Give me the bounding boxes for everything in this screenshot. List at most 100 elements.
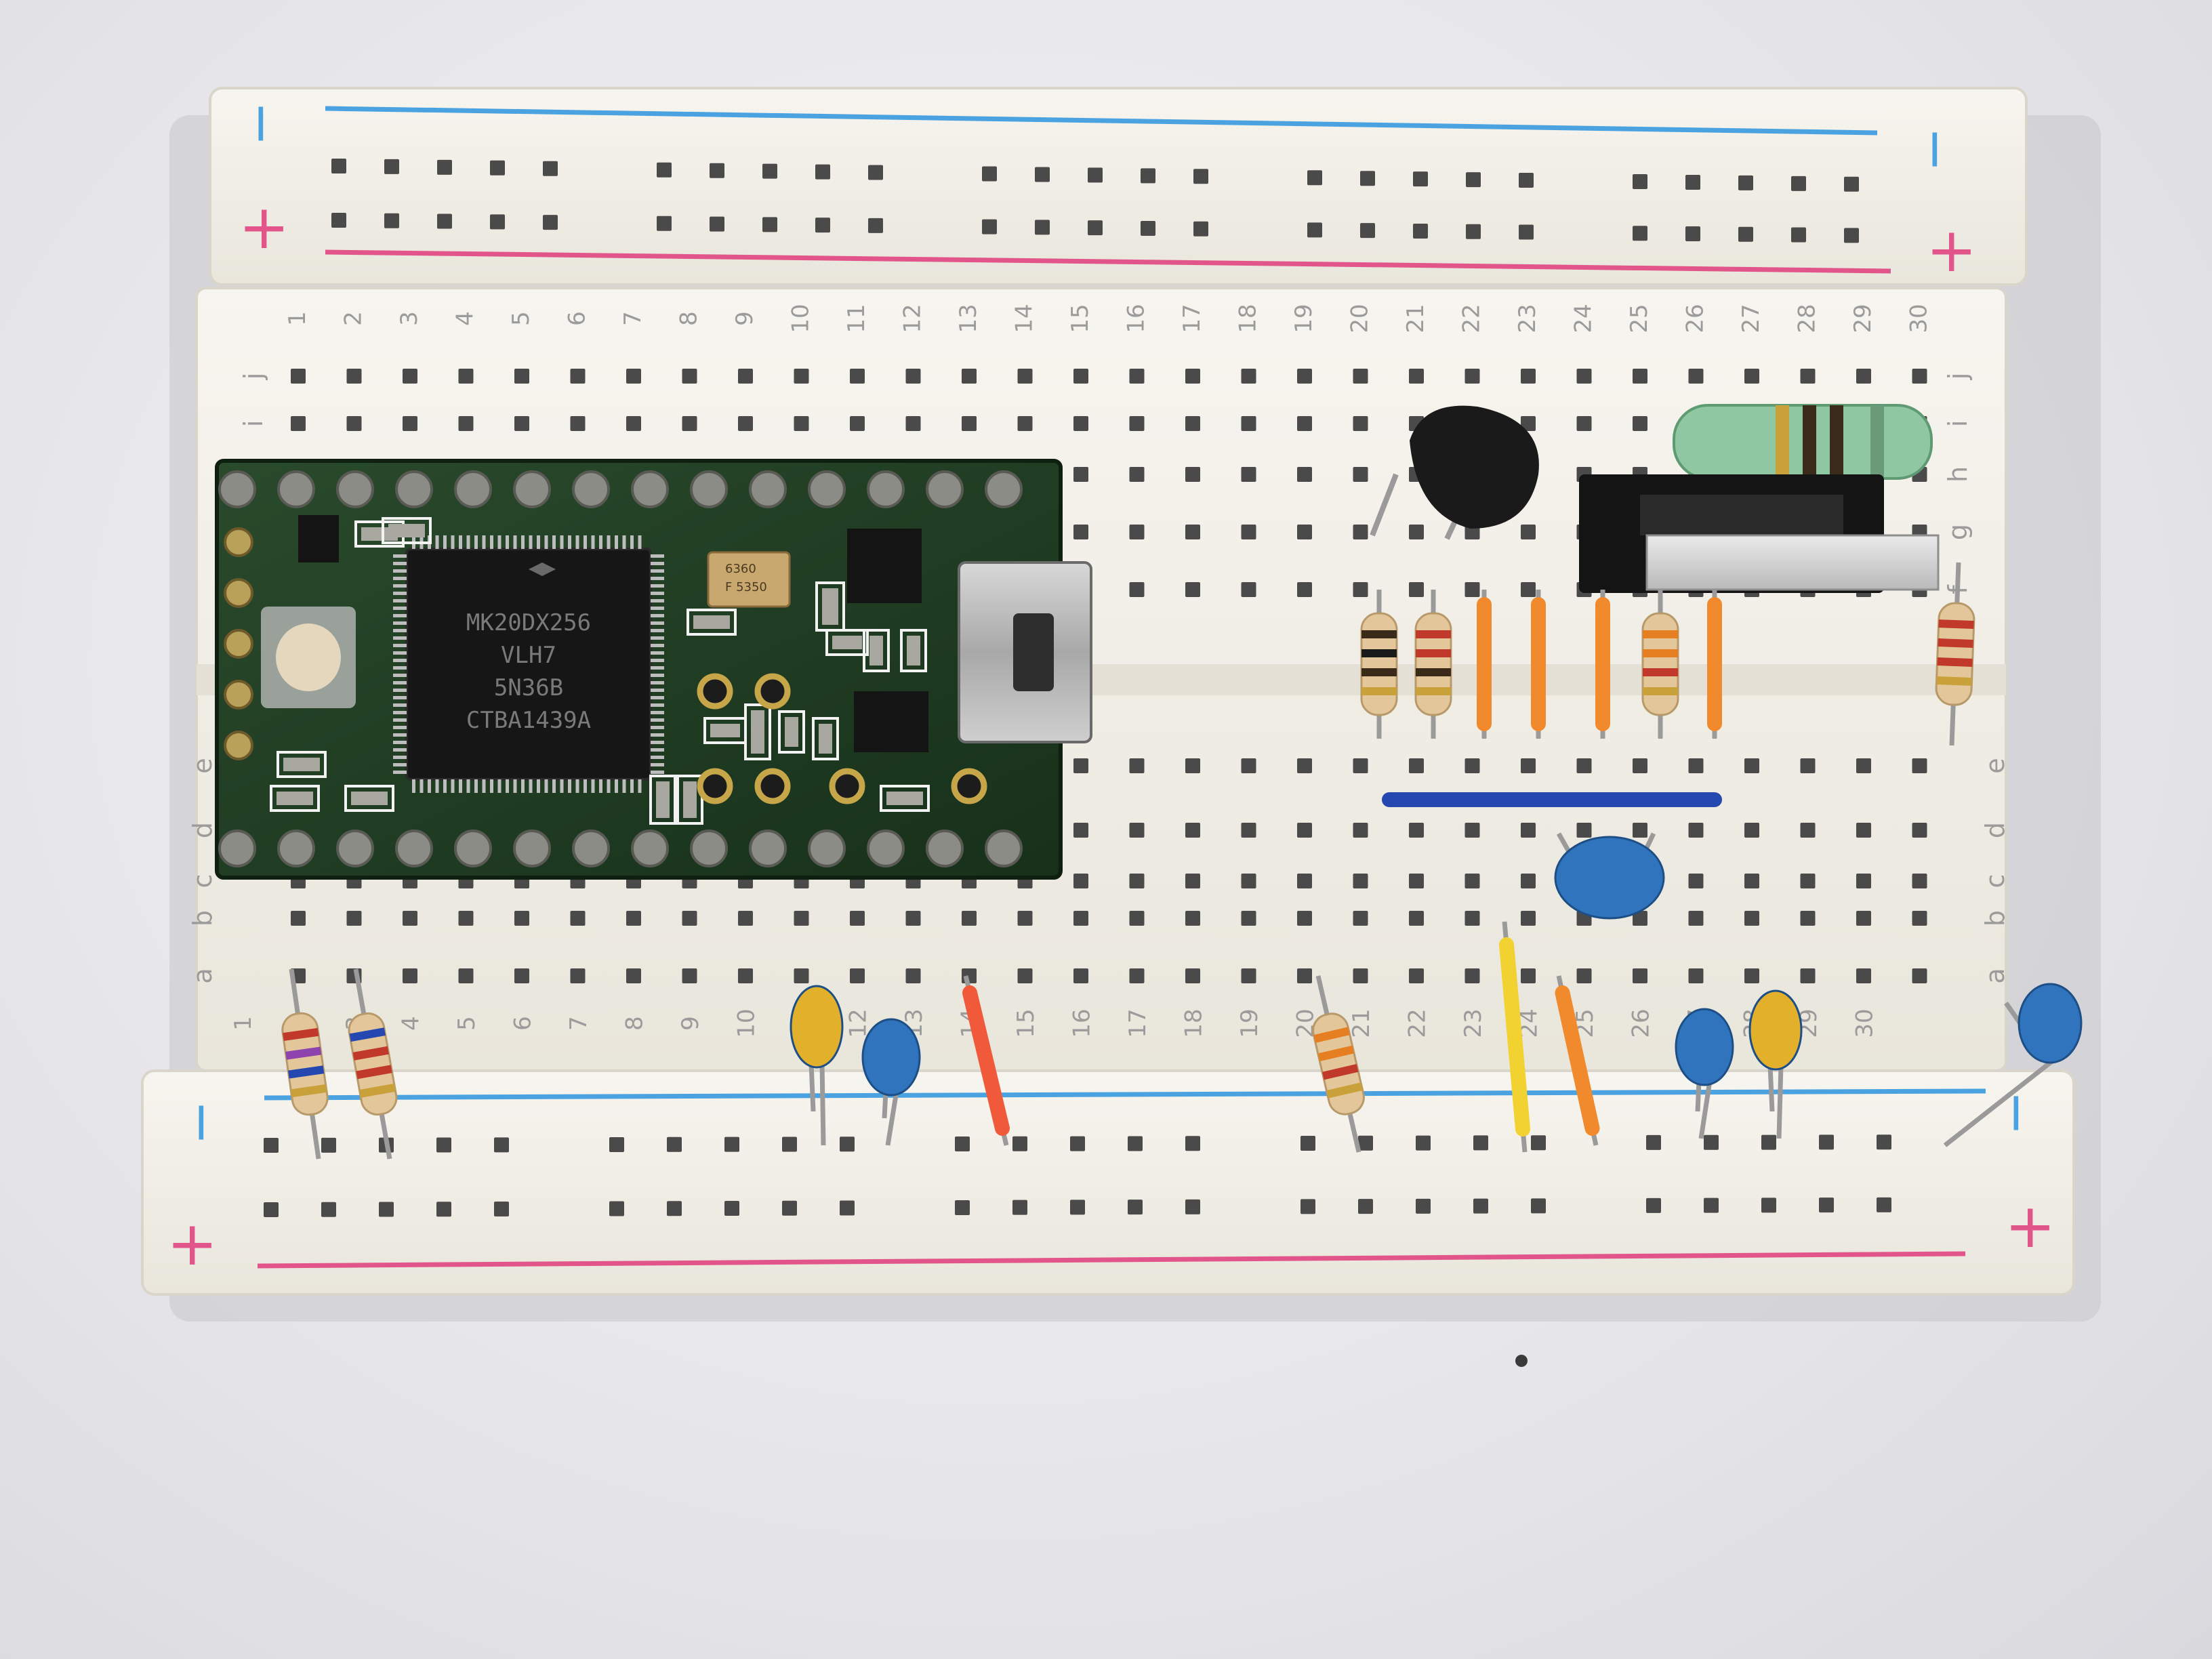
resistor-body <box>1641 612 1679 716</box>
chip-leg <box>622 779 626 793</box>
column-number-top: 14 <box>1011 304 1038 333</box>
chip-leg <box>490 779 493 793</box>
header-pin <box>926 830 964 867</box>
resistor-band <box>349 1027 386 1042</box>
chip-leg <box>568 779 571 793</box>
row-letter-left: i <box>239 420 268 428</box>
hole <box>346 911 362 926</box>
chip-leg <box>651 562 664 565</box>
rail-hole <box>1819 1197 1834 1213</box>
column-number-top: 17 <box>1179 304 1206 333</box>
hole <box>1576 758 1592 773</box>
row-letter-left: e <box>188 758 218 773</box>
hole <box>514 369 529 384</box>
rail-hole <box>667 1136 682 1152</box>
rail-hole <box>868 165 883 180</box>
chip-leg <box>482 535 486 549</box>
teensy-microcontroller-board: MK20DX256 VLH7 5N36B CTBA1439A 6360 F 53… <box>215 459 1092 880</box>
hole <box>1744 968 1759 983</box>
hole <box>1856 874 1871 888</box>
chip-leg <box>651 607 664 610</box>
hole <box>1241 416 1256 431</box>
header-pin <box>336 830 374 867</box>
yellow-jumper <box>1499 937 1530 1136</box>
gold-pad <box>951 768 987 804</box>
chip-leg <box>651 554 664 558</box>
hole <box>1241 874 1256 888</box>
smd-part <box>351 792 388 805</box>
chip-leg <box>393 554 407 558</box>
chip-leg <box>393 636 407 640</box>
rail-hole <box>321 1202 336 1217</box>
hole <box>1353 525 1368 539</box>
bottom-left-minus-label: − <box>168 1100 231 1145</box>
top-right-plus-label: + <box>1926 215 1977 286</box>
hole <box>1073 823 1088 838</box>
resistor-band <box>1322 1064 1359 1080</box>
hole <box>794 911 809 926</box>
hole <box>1297 416 1312 431</box>
top-power-rail-strip <box>209 87 2028 286</box>
rail-hole <box>609 1201 624 1216</box>
header-pin <box>395 470 433 508</box>
column-number-bottom: 16 <box>1069 1008 1096 1038</box>
smd-outline <box>687 609 737 636</box>
hole <box>1465 823 1480 838</box>
resistor-band <box>359 1083 396 1098</box>
rail-hole <box>1300 1199 1315 1214</box>
voltage-regulator <box>1579 474 1940 593</box>
blue-capacitor-3 <box>2018 983 2083 1064</box>
chip-leg <box>513 535 517 549</box>
hole <box>1185 369 1200 384</box>
chip-leg <box>651 651 664 655</box>
chip-leg <box>638 535 642 549</box>
hole <box>1688 823 1704 838</box>
hole <box>1800 874 1816 888</box>
resistor-band <box>1938 619 1974 629</box>
rail-hole <box>331 159 346 173</box>
header-pin <box>218 470 256 508</box>
rail-hole <box>384 159 399 174</box>
chip-leg <box>521 535 525 549</box>
rail-hole <box>724 1200 739 1216</box>
rail-hole <box>1531 1198 1546 1214</box>
power-resistor <box>1673 404 1933 480</box>
chip-leg <box>607 535 611 549</box>
column-number-bottom: 4 <box>398 1016 425 1031</box>
hole <box>1185 911 1200 926</box>
rail-hole <box>1088 167 1103 183</box>
column-number-top: 7 <box>619 311 647 326</box>
hole <box>1017 911 1033 926</box>
rail-hole <box>982 166 997 182</box>
rail-hole <box>543 161 558 176</box>
hole <box>1521 758 1536 773</box>
hole <box>1241 369 1256 384</box>
hole <box>905 369 921 384</box>
chip-leg <box>544 779 548 793</box>
gold-pad <box>829 768 865 804</box>
chip-leg <box>583 779 587 793</box>
chip-leg <box>393 562 407 565</box>
resistor-bottom-3 <box>1312 1012 1365 1115</box>
chip-leg <box>393 644 407 647</box>
column-number-top: 29 <box>1849 304 1877 333</box>
hole <box>850 416 865 431</box>
hole <box>682 416 697 431</box>
resistor-band <box>283 1027 319 1042</box>
chip-leg <box>393 659 407 662</box>
chip-leg <box>529 535 533 549</box>
column-number-top: 20 <box>1347 304 1374 333</box>
rail-hole <box>1413 171 1428 187</box>
hole <box>291 369 306 384</box>
rail-hole <box>1473 1135 1488 1151</box>
smd-outline <box>276 751 327 778</box>
hole <box>626 369 641 384</box>
smd-outline <box>676 775 703 825</box>
chip-leg <box>651 711 664 714</box>
chip-leg <box>459 779 462 793</box>
hole <box>514 911 529 926</box>
smd-part <box>869 636 883 665</box>
smd-outline <box>649 775 676 825</box>
row-letter-right: c <box>1980 874 2010 888</box>
chip-leg <box>529 779 533 793</box>
